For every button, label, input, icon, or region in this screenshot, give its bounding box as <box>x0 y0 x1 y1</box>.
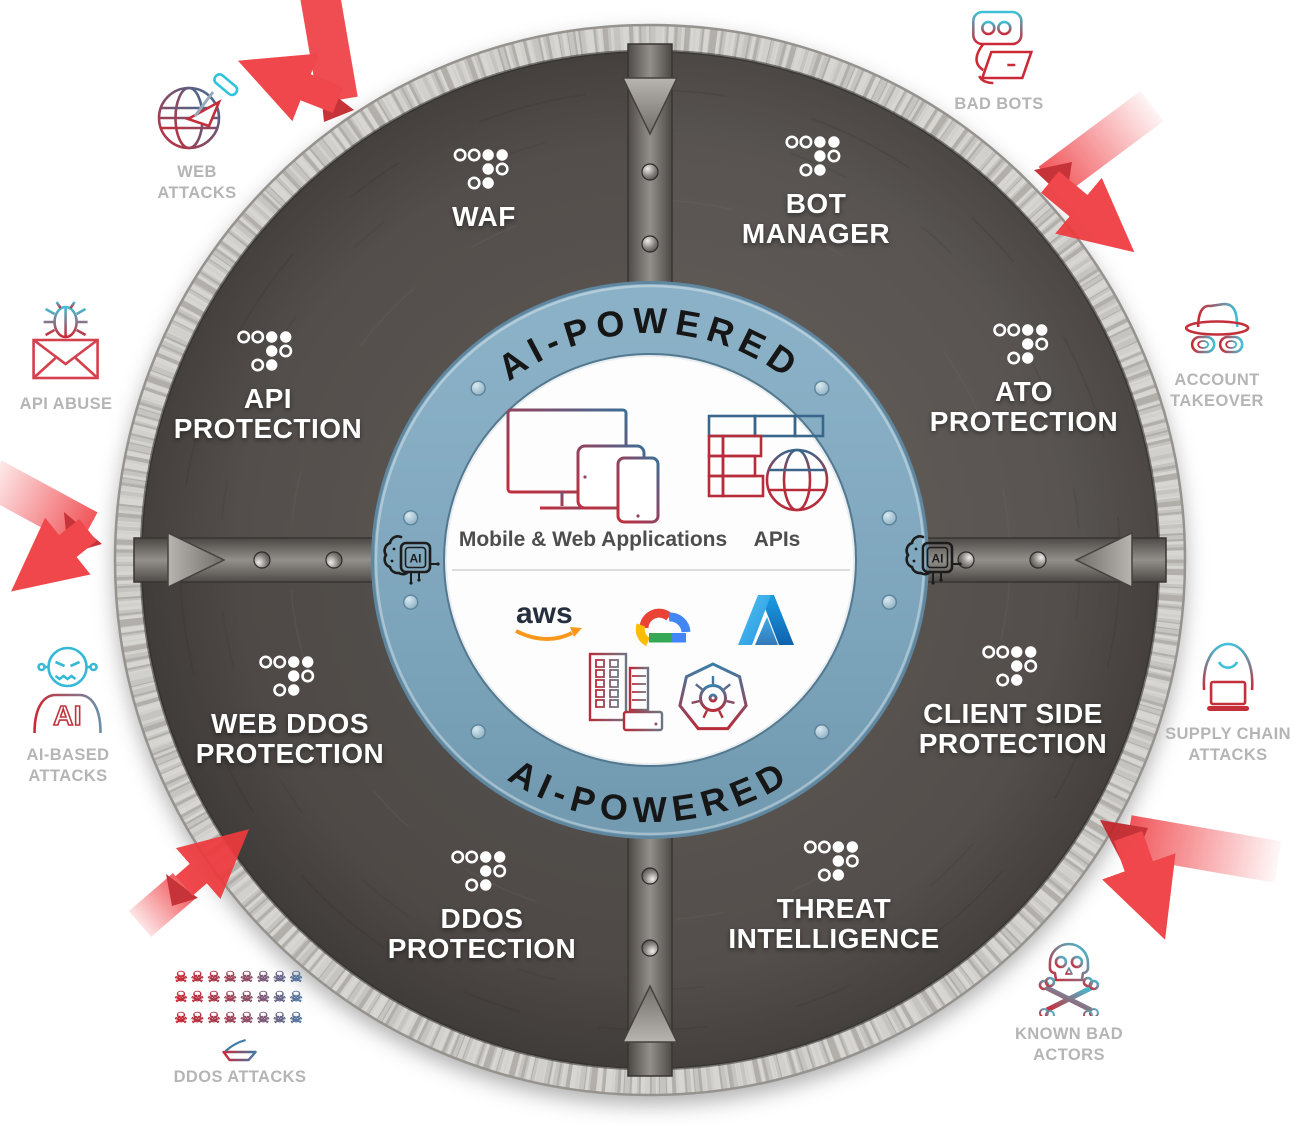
threat-text: BAD BOTS <box>954 95 1044 113</box>
threat-bad-bots: BAD BOTS <box>954 2 1043 115</box>
threat-api-abuse: API ABUSE <box>20 300 113 415</box>
attack-arrows <box>0 0 1282 940</box>
protection-text: INTELLIGENCE <box>728 923 940 955</box>
protection-label-threat-intelligence: THREAT INTELLIGENCE <box>728 840 939 954</box>
threat-text: AI-BASED <box>26 746 110 764</box>
protection-text: ATO <box>994 376 1054 407</box>
threat-account-takeover: ACCOUNT TAKEOVER <box>1170 300 1264 413</box>
threat-known-bad-actors: KNOWN BAD ACTORS <box>1015 938 1123 1067</box>
deflected-arrow-left <box>0 460 102 592</box>
protection-text: API <box>243 383 293 414</box>
threat-ai-based-attacks: AI AI-BASED ATTACKS <box>27 645 110 788</box>
protection-text: MANAGER <box>741 218 891 250</box>
radware-dots-icon <box>982 645 1044 691</box>
protection-text: PROTECTION <box>195 738 385 770</box>
threat-text: KNOWN BAD <box>1014 1025 1124 1043</box>
threat-text: ATTACKS <box>28 767 108 786</box>
threat-text: WEB <box>177 163 217 181</box>
incoming-arrow-bottom-left <box>128 829 250 937</box>
threat-text: TAKEOVER <box>1170 392 1264 411</box>
radware-dots-icon <box>451 850 513 896</box>
apis-label: APIs <box>753 528 801 551</box>
center-disc <box>445 355 855 765</box>
radware-dots-icon <box>237 330 299 376</box>
threat-text: ATTACKS <box>157 184 237 203</box>
mobile-web-devices-icon <box>506 408 660 524</box>
protection-label-client-side: CLIENT SIDE PROTECTION <box>919 645 1108 759</box>
radware-dots-icon <box>453 148 515 194</box>
threat-text: ACTORS <box>1033 1046 1105 1065</box>
protection-label-ddos: DDOS PROTECTION <box>388 850 577 964</box>
apps-label: Mobile & Web Applications <box>458 528 728 551</box>
shield: AI-POWERED AI-POWERED <box>113 23 1187 1097</box>
radware-dots-icon <box>259 655 321 701</box>
skull-crossbones-icon <box>1038 942 1100 1016</box>
robot-laptop-icon <box>971 4 1033 85</box>
aws-logo: aws <box>515 597 582 641</box>
threat-text: DDOS ATTACKS <box>173 1067 307 1086</box>
hooded-hacker-icon <box>1202 642 1254 711</box>
threat-supply-chain: SUPPLY CHAIN ATTACKS <box>1165 640 1291 767</box>
aws-logo-text: aws <box>516 597 573 630</box>
skull-grid-icon: ☠☠☠☠☠☠☠☠ ☠☠☠☠☠☠☠☠ ☠☠☠☠☠☠☠☠ <box>174 968 306 1029</box>
kubernetes-icon <box>678 662 748 731</box>
globe-knife-icon <box>157 72 239 150</box>
api-firewall-globe-icon <box>707 414 829 512</box>
spy-hat-mask-icon <box>1184 302 1250 354</box>
ship-icon <box>222 1038 258 1061</box>
google-cloud-logo <box>635 608 691 647</box>
protection-text: PROTECTION <box>173 413 363 445</box>
protection-label-waf: WAF <box>452 148 516 232</box>
radware-dots-icon <box>993 323 1055 369</box>
center-divider <box>452 569 850 571</box>
evil-robot-ai-icon: AI <box>33 646 103 734</box>
protection-text: PROTECTION <box>929 406 1119 438</box>
radware-dots-icon <box>803 840 865 886</box>
data-center-icon <box>585 652 664 732</box>
incoming-arrow-top-right <box>1034 90 1164 253</box>
deflected-arrow-bottom-right <box>1100 815 1282 940</box>
threat-text: API ABUSE <box>19 395 113 413</box>
protection-text: WAF <box>452 201 516 232</box>
threat-text: SUPPLY CHAIN <box>1165 725 1291 743</box>
radware-dots-icon <box>785 135 847 181</box>
ring-rivets <box>403 380 897 740</box>
protection-label-api: API PROTECTION <box>174 330 363 444</box>
bug-envelope-icon <box>32 301 100 380</box>
threat-ddos-attacks: ☠☠☠☠☠☠☠☠ ☠☠☠☠☠☠☠☠ ☠☠☠☠☠☠☠☠ DDOS ATTACKS <box>174 968 307 1088</box>
threat-web-attacks: WEB ATTACKS <box>151 72 243 205</box>
protection-label-bot-manager: BOT MANAGER <box>742 135 890 249</box>
protection-text: DDOS <box>440 903 524 934</box>
protection-text: THREAT <box>776 893 892 924</box>
protection-text: PROTECTION <box>918 728 1108 760</box>
protection-label-web-ddos: WEB DDOS PROTECTION <box>196 655 385 769</box>
azure-logo <box>738 595 794 645</box>
threat-text: ATTACKS <box>1188 746 1268 765</box>
protection-text: BOT <box>785 188 847 219</box>
protection-text: PROTECTION <box>387 933 577 965</box>
protection-text: WEB DDOS <box>211 708 369 739</box>
protection-text: CLIENT SIDE <box>923 698 1103 729</box>
ai-icon-text: AI <box>54 700 83 731</box>
protection-label-ato: ATO PROTECTION <box>930 323 1119 437</box>
deflected-arrow-top-left <box>237 0 358 122</box>
threat-text: ACCOUNT <box>1174 371 1260 389</box>
